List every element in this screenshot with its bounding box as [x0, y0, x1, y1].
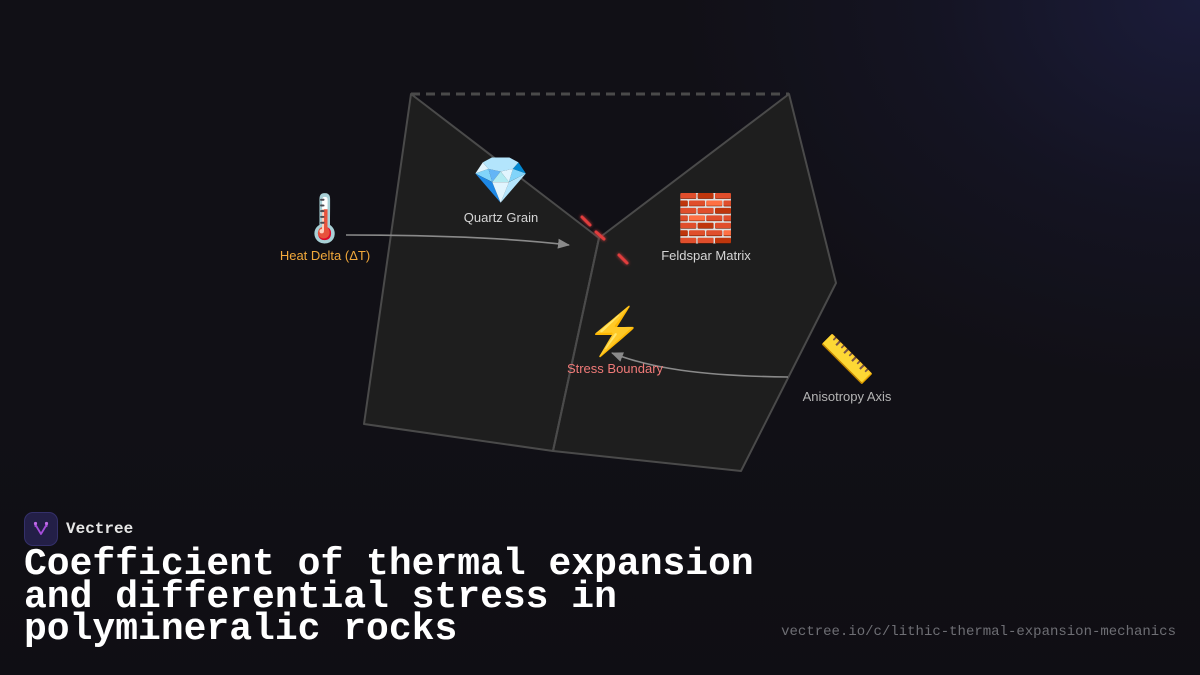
- ruler-icon: 📏: [818, 333, 876, 385]
- inner-boundary-line: [552, 237, 600, 452]
- brand: Vectree: [24, 512, 133, 546]
- source-url: vectree.io/c/lithic-thermal-expansion-me…: [781, 624, 1176, 640]
- node-quartz-grain[interactable]: 💎 Quartz Grain: [464, 154, 538, 225]
- page-title: Coefficient of thermal expansion and dif…: [24, 543, 754, 651]
- arrow-heat-to-boundary: [345, 234, 570, 249]
- arrow-anisotropy-to-stress: [611, 352, 789, 378]
- node-anisotropy-axis[interactable]: 📏 Anisotropy Axis: [803, 333, 892, 404]
- node-stress-boundary[interactable]: ⚡ Stress Boundary: [567, 305, 663, 376]
- fracture-marks: [580, 215, 629, 265]
- gem-icon: 💎: [472, 154, 530, 206]
- node-label: Stress Boundary: [566, 361, 664, 376]
- node-feldspar-matrix[interactable]: 🧱 Feldspar Matrix: [661, 192, 751, 263]
- node-heat-delta[interactable]: 🌡️ Heat Delta (ΔT): [280, 192, 370, 263]
- title-line: Coefficient of thermal expansion: [24, 543, 754, 586]
- node-label: Feldspar Matrix: [661, 248, 751, 263]
- vectree-branch-icon: [24, 512, 58, 546]
- brick-icon: 🧱: [677, 192, 735, 244]
- brand-name: Vectree: [66, 520, 134, 538]
- feldspar-matrix-region: [552, 93, 837, 472]
- node-label: Heat Delta (ΔT): [279, 248, 371, 263]
- node-label: Quartz Grain: [463, 210, 539, 225]
- title-line: and differential stress in: [24, 575, 617, 619]
- title-line: polymineralic rocks: [24, 608, 458, 651]
- lightning-icon: ⚡: [586, 305, 644, 357]
- thermometer-icon: 🌡️: [296, 192, 354, 244]
- node-label: Anisotropy Axis: [802, 389, 892, 404]
